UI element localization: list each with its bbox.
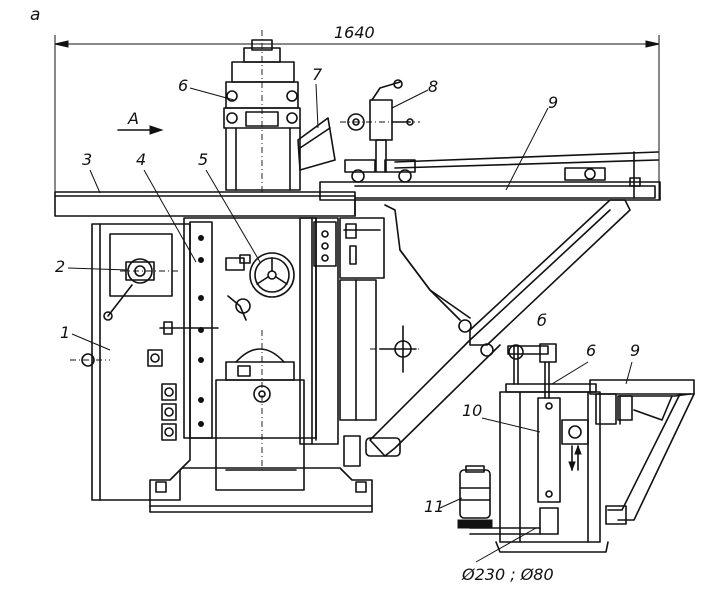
pulley-dimension-label: Ø230 ; Ø80 xyxy=(461,565,554,584)
callout-4: 4 xyxy=(136,150,146,169)
callouts: 1 2 3 4 5 6 7 8 9 10 11 6 9 xyxy=(55,65,640,516)
central-column xyxy=(159,217,339,445)
callout-10: 10 xyxy=(462,401,482,420)
panel-label-b: б xyxy=(537,311,547,330)
machine-base xyxy=(149,467,373,513)
pulley-dimension: Ø230 ; Ø80 xyxy=(461,527,554,584)
dimension-width-label: 1640 xyxy=(334,23,375,42)
right-support xyxy=(339,217,420,467)
callout-1: 1 xyxy=(60,323,70,342)
dimension-overall-width: 1640 xyxy=(54,23,660,200)
callout-5: 5 xyxy=(198,150,208,169)
view-arrow-a: А xyxy=(117,109,164,135)
panel-label-a: а xyxy=(30,5,40,25)
callout-11: 11 xyxy=(424,497,444,516)
callout-6: 6 xyxy=(178,76,188,95)
view-arrow-label: А xyxy=(127,109,139,128)
callout-3: 3 xyxy=(82,150,92,169)
callout-9: 9 xyxy=(548,93,558,112)
motor-housing xyxy=(215,330,305,491)
callout-7: 7 xyxy=(312,65,323,84)
extension-table xyxy=(354,151,659,457)
callout-2: 2 xyxy=(55,257,65,276)
side-view-b xyxy=(457,343,695,553)
machine-body xyxy=(70,223,191,501)
machine-table xyxy=(54,181,661,217)
callout-8: 8 xyxy=(428,77,438,96)
callout-6-b: 6 xyxy=(586,341,596,360)
saw-head-assembly xyxy=(223,30,336,195)
stop-assembly xyxy=(340,79,420,183)
side-controls xyxy=(147,349,177,441)
callout-9-b: 9 xyxy=(630,341,640,360)
